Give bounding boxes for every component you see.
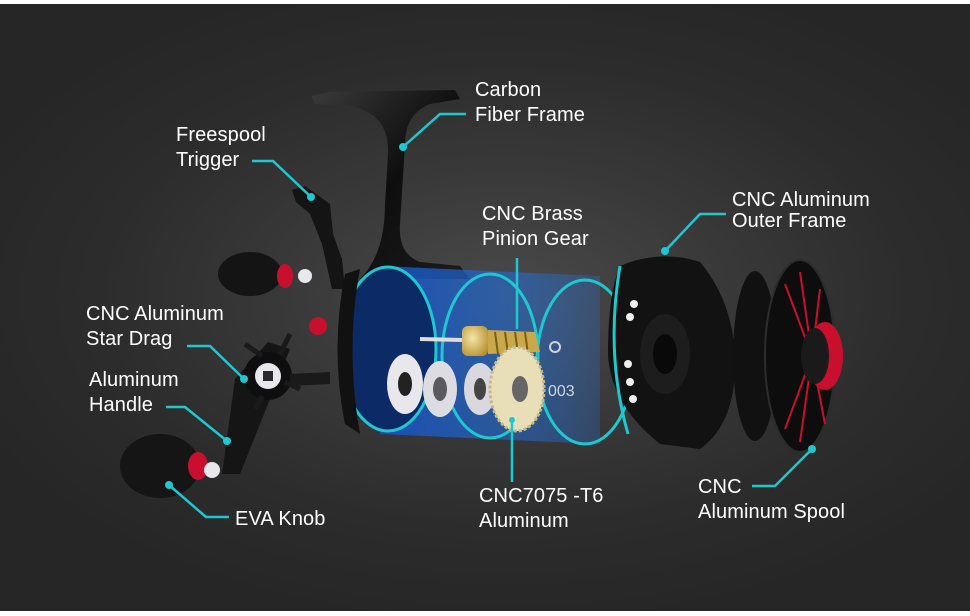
label-outer-frame: CNC Aluminum Outer Frame [732, 190, 870, 232]
label-line: Outer Frame [732, 210, 847, 232]
callout-line-handle [166, 405, 228, 442]
label-line: Aluminum [89, 369, 179, 391]
product-exploded-diagram: 003 [0, 4, 970, 611]
spool-part [733, 259, 843, 453]
reel-illustration: 003 [120, 90, 843, 519]
callout-line-eva-knob [168, 484, 229, 519]
label-freespool-trigger: Freespool Trigger [176, 123, 266, 173]
blue-light-beam [338, 265, 635, 446]
label-line: CNC [698, 476, 742, 498]
label-line: Freespool [176, 124, 266, 146]
upper-knob [218, 252, 312, 296]
label-line: CNC Aluminum [86, 303, 224, 325]
label-line: Carbon [475, 79, 542, 101]
label-line: Aluminum [479, 510, 569, 532]
label-line: Trigger [176, 149, 240, 171]
callout-line-spool [752, 448, 813, 488]
callout-dots [165, 143, 816, 489]
label-line: Aluminum Spool [698, 501, 846, 523]
reel-housing [309, 269, 360, 434]
outer-frame-part [608, 256, 735, 449]
washers: 003 [387, 341, 575, 417]
label-line: CNC Brass [482, 203, 583, 225]
label-spool: CNC Aluminum Spool [698, 475, 845, 525]
carbon-frame-part [312, 90, 470, 279]
label-line: CNC Aluminum [732, 189, 870, 211]
label-line: Handle [89, 394, 153, 416]
label-line: EVA Knob [235, 508, 326, 530]
label-star-drag: CNC Aluminum Star Drag [86, 302, 224, 352]
label-line: Pinion Gear [482, 228, 589, 250]
callout-line-carbon-frame [402, 112, 466, 148]
handle-assembly [222, 332, 330, 474]
callout-line-outer-frame [664, 212, 726, 252]
label-line: Star Drag [86, 328, 173, 350]
label-handle: Aluminum Handle [89, 368, 179, 418]
washer-stamp: 003 [548, 383, 575, 400]
brass-pinion-gear [419, 326, 540, 356]
label-brass-pinion: CNC Brass Pinion Gear [482, 202, 589, 252]
label-line: CNC7075 -T6 [479, 485, 604, 507]
callout-line-freespool [252, 159, 312, 198]
label-carbon-frame: Carbon Fiber Frame [475, 78, 585, 128]
freespool-trigger-part [292, 186, 345, 289]
eva-knob-part [120, 434, 220, 498]
callout-line-star-drag [187, 344, 245, 380]
label-eva-knob: EVA Knob [235, 507, 326, 532]
main-drive-gear [488, 345, 546, 433]
label-line: Fiber Frame [475, 104, 586, 126]
label-gear-alloy: CNC7075 -T6 Aluminum [479, 484, 603, 534]
callout-lines [166, 112, 813, 519]
